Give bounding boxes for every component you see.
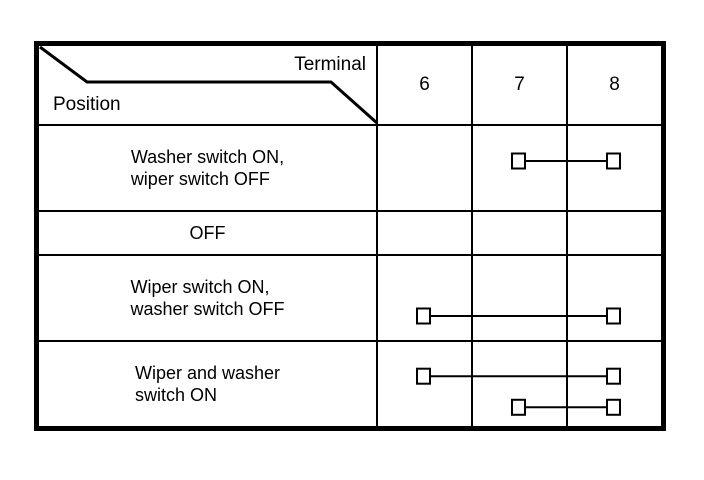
terminal-cell-1-7 bbox=[471, 209, 568, 257]
terminal-cell-0-8 bbox=[566, 124, 663, 212]
terminal-cell-0-7 bbox=[471, 124, 568, 212]
continuity-table: Terminal Position 6 7 8 Washer switch ON… bbox=[34, 41, 666, 431]
position-label-text: OFF bbox=[189, 223, 226, 244]
table-row: OFF bbox=[37, 209, 663, 257]
table-row: Wiper switch ON, washer switch OFF bbox=[37, 254, 663, 343]
table-row: Washer switch ON, wiper switch OFF bbox=[37, 124, 663, 212]
column-axis-label: Terminal bbox=[294, 54, 366, 75]
terminal-cell-2-7 bbox=[471, 254, 568, 343]
terminal-cell-2-6 bbox=[376, 254, 473, 343]
terminal-cell-2-8 bbox=[566, 254, 663, 343]
table-header-row: Terminal Position 6 7 8 bbox=[37, 44, 663, 126]
table-row: Wiper and washer switch ON bbox=[37, 340, 663, 428]
terminal-cell-3-8 bbox=[566, 340, 663, 428]
continuity-table-container: Terminal Position 6 7 8 Washer switch ON… bbox=[34, 41, 666, 431]
position-label-text: Wiper switch ON, washer switch OFF bbox=[130, 277, 285, 320]
row-axis-label: Position bbox=[53, 94, 121, 115]
header-corner-cell: Terminal Position bbox=[37, 44, 378, 126]
terminal-cell-1-6 bbox=[376, 209, 473, 257]
position-label-cell-1: OFF bbox=[37, 209, 378, 257]
terminal-cell-3-7 bbox=[471, 340, 568, 428]
position-label-text: Wiper and washer switch ON bbox=[134, 363, 281, 406]
position-label-cell-2: Wiper switch ON, washer switch OFF bbox=[37, 254, 378, 343]
terminal-header-8: 8 bbox=[566, 44, 663, 126]
terminal-header-7: 7 bbox=[471, 44, 568, 126]
position-label-cell-3: Wiper and washer switch ON bbox=[37, 340, 378, 428]
terminal-header-6: 6 bbox=[376, 44, 473, 126]
header-diagonal-divider-icon bbox=[39, 46, 378, 124]
position-label-text: Washer switch ON, wiper switch OFF bbox=[130, 146, 285, 189]
terminal-cell-1-8 bbox=[566, 209, 663, 257]
terminal-cell-0-6 bbox=[376, 124, 473, 212]
position-label-cell-0: Washer switch ON, wiper switch OFF bbox=[37, 124, 378, 212]
terminal-cell-3-6 bbox=[376, 340, 473, 428]
